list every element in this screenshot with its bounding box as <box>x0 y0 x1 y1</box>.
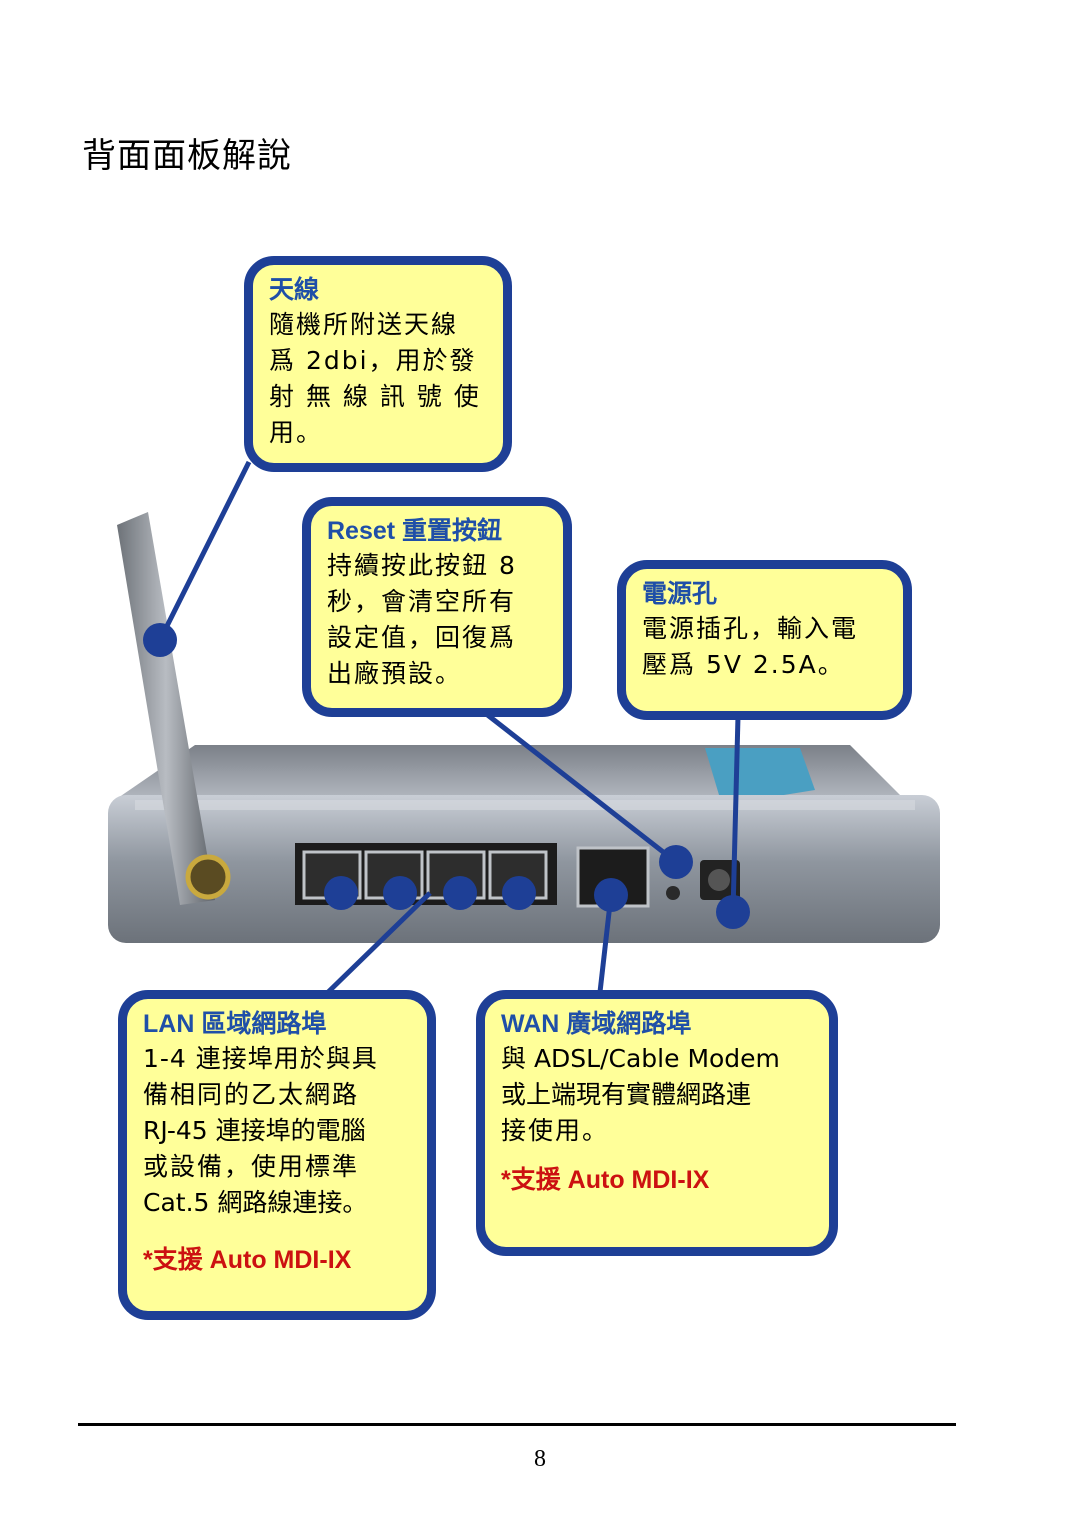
router-top <box>115 745 905 800</box>
wan-pointer-dot <box>594 878 628 912</box>
dlink-logo-band <box>705 748 815 805</box>
lan-line-5: Cat.5 網路線連接。 <box>143 1188 368 1217</box>
wan-line-2: 或上端現有實體網路連 <box>501 1080 752 1109</box>
lan-line-2: 備相同的乙太網路 <box>143 1080 360 1109</box>
reset-line-1: 持續按此按鈕 8 <box>327 551 517 580</box>
antenna-heading: 天線 <box>269 276 320 304</box>
lan-pointer-dot-4 <box>502 876 536 910</box>
reset-line-2: 秒，會清空所有 <box>327 587 517 616</box>
power-heading: 電源孔 <box>642 580 718 608</box>
power-line-2: 壓爲 5V 2.5A。 <box>642 650 845 679</box>
antenna-pointer-line <box>157 460 252 642</box>
power-callout: 電源孔 電源插孔，輸入電 壓爲 5V 2.5A。 <box>617 560 912 720</box>
lan-line-4: 或設備，使用標準 <box>143 1152 360 1181</box>
reset-line-4: 出廠預設。 <box>327 659 463 688</box>
reset-heading: Reset 重置按鈕 <box>327 517 503 545</box>
antenna-line-3: 射 無 線 訊 號 使 <box>269 382 481 411</box>
page-title: 背面面板解說 <box>82 136 292 176</box>
lan-mdi-note: *支援 Auto MDI-IX <box>143 1246 352 1274</box>
reset-pointer-line <box>483 711 678 864</box>
reset-pointer-dot <box>659 845 693 879</box>
lan-line-3: RJ-45 連接埠的電腦 <box>143 1116 366 1145</box>
lan-heading: LAN 區域網路埠 <box>143 1010 327 1038</box>
reset-callout: Reset 重置按鈕 持續按此按鈕 8 秒，會清空所有 設定值，回復爲 出廠預設… <box>302 497 572 717</box>
antenna-line-4: 用。 <box>269 418 324 447</box>
lan-pointer-dot-1 <box>324 876 358 910</box>
power-pointer-line <box>730 715 741 913</box>
wan-mdi-note: *支援 Auto MDI-IX <box>501 1166 710 1194</box>
antenna-pointer-dot <box>143 623 177 657</box>
footer-rule <box>78 1423 956 1426</box>
lan-pointer-line <box>318 891 432 1002</box>
reset-pinhole <box>666 886 680 900</box>
antenna-line-1: 隨機所附送天線 <box>269 310 459 339</box>
reset-line-3: 設定值，回復爲 <box>327 623 517 652</box>
wan-heading: WAN 廣域網路埠 <box>501 1010 692 1038</box>
lan-pointer-dot-2 <box>383 876 417 910</box>
antenna-callout: 天線 隨機所附送天線 爲 2dbi，用於發 射 無 線 訊 號 使 用。 <box>244 256 512 472</box>
lan-pointer-dot-3 <box>443 876 477 910</box>
wan-line-1: 與 ADSL/Cable Modem <box>501 1044 780 1073</box>
power-line-1: 電源插孔，輸入電 <box>642 614 859 643</box>
wan-line-3: 接使用。 <box>501 1116 610 1145</box>
page-number: 8 <box>534 1446 546 1472</box>
wan-callout: WAN 廣域網路埠 與 ADSL/Cable Modem 或上端現有實體網路連 … <box>476 990 838 1256</box>
power-pointer-dot <box>716 895 750 929</box>
antenna-icon <box>117 512 215 905</box>
lan-line-1: 1-4 連接埠用於與具 <box>143 1044 378 1073</box>
lan-callout: LAN 區域網路埠 1-4 連接埠用於與具 備相同的乙太網路 RJ-45 連接埠… <box>118 990 436 1320</box>
antenna-line-2: 爲 2dbi，用於發 <box>269 346 477 375</box>
antenna-connector <box>185 854 231 900</box>
